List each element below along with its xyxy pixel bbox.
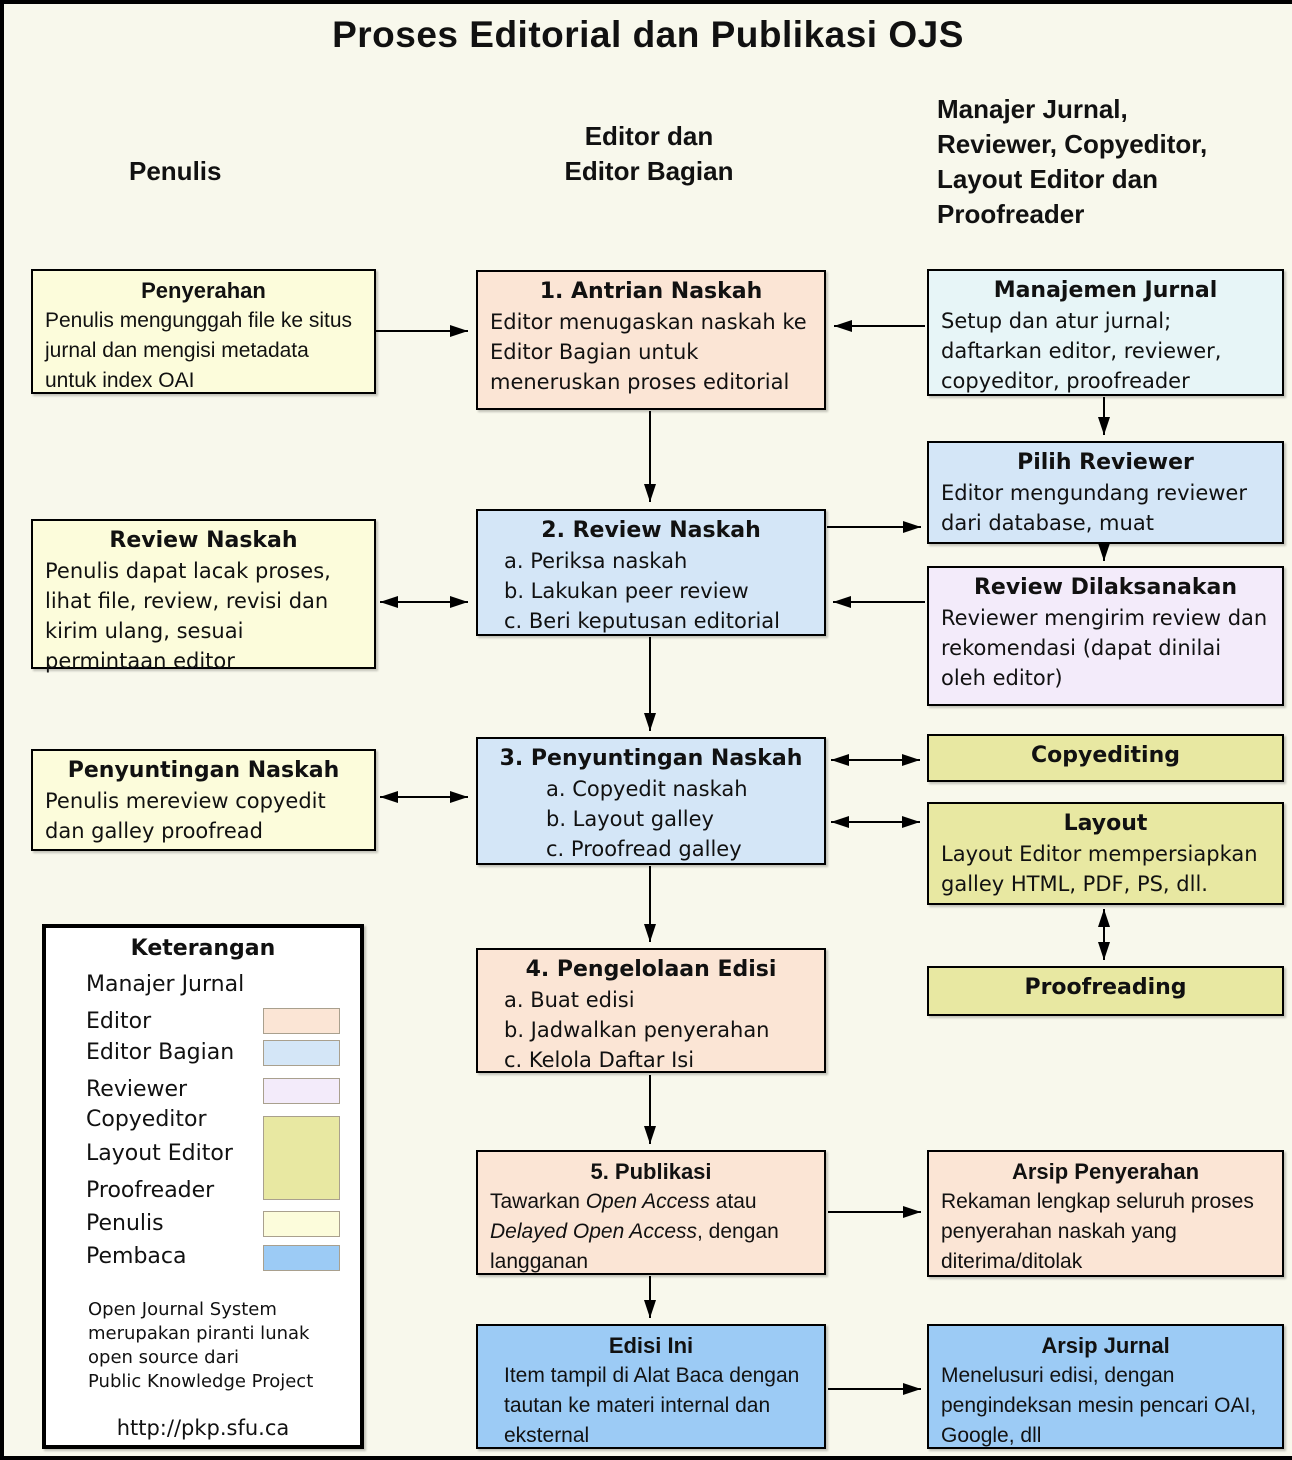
box-publikasi-body: Tawarkan Open Access atau Delayed Open A… [490, 1187, 812, 1277]
box-proofreading: Proofreading [927, 966, 1284, 1016]
legend-label: Penulis [86, 1211, 164, 1236]
column-header-penulis: Penulis [129, 156, 222, 186]
box-proofreading-title: Proofreading [1024, 975, 1187, 1000]
list-item: a. Copyedit naskah [546, 777, 748, 801]
box-publikasi: 5. Publikasi Tawarkan Open Access atau D… [476, 1150, 826, 1275]
box-review-naskah-penulis-body: Penulis dapat lacak proses, lihat file, … [45, 559, 331, 673]
list-item: b. Lakukan peer review [504, 579, 749, 603]
box-layout-body: Layout Editor mempersiapkan galley HTML,… [941, 842, 1258, 896]
box-publikasi-title: 5. Publikasi [590, 1159, 712, 1184]
legend-swatch-editor [263, 1008, 340, 1034]
box-pilih-reviewer: Pilih Reviewer Editor mengundang reviewe… [927, 441, 1284, 544]
legend-label: Manajer Jurnal [86, 972, 245, 997]
diagram-title: Proses Editorial dan Publikasi OJS [332, 14, 964, 55]
box-arsip-jurnal-body: Menelusuri edisi, dengan pengindeksan me… [941, 1364, 1257, 1447]
list-item: c. Kelola Daftar Isi [504, 1048, 695, 1072]
box-penyerahan-title: Penyerahan [141, 278, 266, 303]
box-manajemen-jurnal-title: Manajemen Jurnal [993, 278, 1218, 303]
legend-url: http://pkp.sfu.ca [116, 1416, 290, 1440]
box-penyuntingan-naskah-penulis-title: Penyuntingan Naskah [67, 758, 340, 783]
box-edisi-ini-title: Edisi Ini [608, 1333, 694, 1358]
box-antrian-naskah-body: Editor menugaskan naskah ke Editor Bagia… [490, 310, 807, 394]
list-item: c. Proofread galley [546, 837, 742, 861]
box-pengelolaan-edisi: 4. Pengelolaan Edisi a. Buat edisi b. Ja… [476, 948, 826, 1073]
legend-swatch-reviewer [263, 1078, 340, 1104]
box-review-dilaksanakan: Review Dilaksanakan Reviewer mengirim re… [927, 566, 1284, 706]
box-review-naskah-penulis: Review Naskah Penulis dapat lacak proses… [31, 519, 376, 673]
list-item: b. Layout galley [546, 807, 714, 831]
box-manajemen-jurnal: Manajemen Jurnal Setup dan atur jurnal; … [927, 269, 1284, 396]
box-layout-title: Layout [1063, 811, 1148, 836]
box-copyediting: Copyediting [927, 734, 1284, 782]
box-penyuntingan-naskah-penulis: Penyuntingan Naskah Penulis mereview cop… [31, 749, 376, 851]
legend-label: Editor Bagian [86, 1040, 235, 1065]
box-penyuntingan-naskah-steps: a. Copyedit naskah b. Layout galley c. P… [490, 774, 812, 864]
box-review-naskah-steps: a. Periksa naskah b. Lakukan peer review… [490, 546, 812, 636]
box-edisi-ini: Edisi Ini Item tampil di Alat Baca denga… [476, 1324, 826, 1449]
box-layout: Layout Layout Editor mempersiapkan galle… [927, 802, 1284, 905]
column-header-editor: Editor dan Editor Bagian [564, 121, 734, 186]
box-arsip-penyerahan: Arsip Penyerahan Rekaman lengkap seluruh… [927, 1150, 1284, 1277]
legend-label: Pembaca [86, 1244, 187, 1269]
list-item: a. Buat edisi [504, 988, 635, 1012]
box-penyuntingan-naskah: 3. Penyuntingan Naskah a. Copyedit naska… [476, 737, 826, 865]
box-pengelolaan-edisi-steps: a. Buat edisi b. Jadwalkan penyerahan c.… [490, 985, 812, 1075]
box-review-dilaksanakan-body: Reviewer mengirim review dan rekomendasi… [941, 606, 1268, 690]
box-review-dilaksanakan-title: Review Dilaksanakan [973, 575, 1238, 600]
legend-label: Reviewer [86, 1077, 188, 1102]
box-review-naskah-penulis-title: Review Naskah [109, 528, 298, 553]
text-part: atau [709, 1190, 757, 1213]
legend-swatch-pembaca [263, 1245, 340, 1271]
box-antrian-naskah-title: 1. Antrian Naskah [539, 279, 763, 304]
box-edisi-ini-body: Item tampil di Alat Baca dengan tautan k… [504, 1364, 800, 1447]
legend-title: Keterangan [130, 936, 276, 961]
list-item: a. Periksa naskah [504, 549, 688, 573]
box-pengelolaan-edisi-title: 4. Pengelolaan Edisi [525, 957, 777, 982]
legend-footer: Open Journal System merupakan piranti lu… [88, 1299, 314, 1392]
box-penyerahan: Penyerahan Penulis mengunggah file ke si… [31, 269, 376, 394]
text-part-italic: Open Access [585, 1190, 710, 1213]
box-arsip-penyerahan-body: Rekaman lengkap seluruh proses penyeraha… [941, 1190, 1254, 1273]
text-part: , dengan langganan [490, 1220, 779, 1273]
box-arsip-jurnal: Arsip Jurnal Menelusuri edisi, dengan pe… [927, 1324, 1284, 1449]
legend-label: Editor [86, 1009, 152, 1034]
list-item: c. Beri keputusan editorial [504, 609, 781, 633]
box-penyuntingan-naskah-penulis-body: Penulis mereview copyedit dan galley pro… [45, 789, 326, 843]
box-arsip-jurnal-title: Arsip Jurnal [1041, 1333, 1170, 1358]
box-arsip-penyerahan-title: Arsip Penyerahan [1011, 1159, 1200, 1184]
legend: Keterangan Manajer Jurnal Editor Editor … [42, 924, 364, 1449]
box-pilih-reviewer-title: Pilih Reviewer [1017, 450, 1194, 475]
box-manajemen-jurnal-body: Setup dan atur jurnal; daftarkan editor,… [941, 309, 1222, 393]
box-antrian-naskah: 1. Antrian Naskah Editor menugaskan nask… [476, 270, 826, 410]
text-part: Tawarkan [490, 1190, 586, 1213]
text-part-italic: Delayed Open Access [490, 1220, 697, 1243]
legend-swatch-editor-bagian [263, 1040, 340, 1066]
column-header-manajer: Manajer Jurnal, Reviewer, Copyeditor, La… [937, 94, 1208, 229]
legend-label: Proofreader [86, 1178, 215, 1203]
legend-swatch-copyeditor-group [263, 1116, 340, 1200]
legend-swatch-penulis [263, 1211, 340, 1237]
legend-label: Copyeditor [86, 1107, 207, 1132]
box-penyuntingan-naskah-title: 3. Penyuntingan Naskah [499, 746, 803, 771]
list-item: b. Jadwalkan penyerahan [504, 1018, 770, 1042]
box-review-naskah-title: 2. Review Naskah [541, 518, 761, 543]
box-review-naskah: 2. Review Naskah a. Periksa naskah b. La… [476, 509, 826, 636]
box-pilih-reviewer-body: Editor mengundang reviewer dari database… [941, 481, 1247, 535]
box-copyediting-title: Copyediting [1030, 743, 1181, 768]
box-penyerahan-body: Penulis mengunggah file ke situs jurnal … [45, 309, 353, 392]
legend-label: Layout Editor [86, 1141, 233, 1166]
